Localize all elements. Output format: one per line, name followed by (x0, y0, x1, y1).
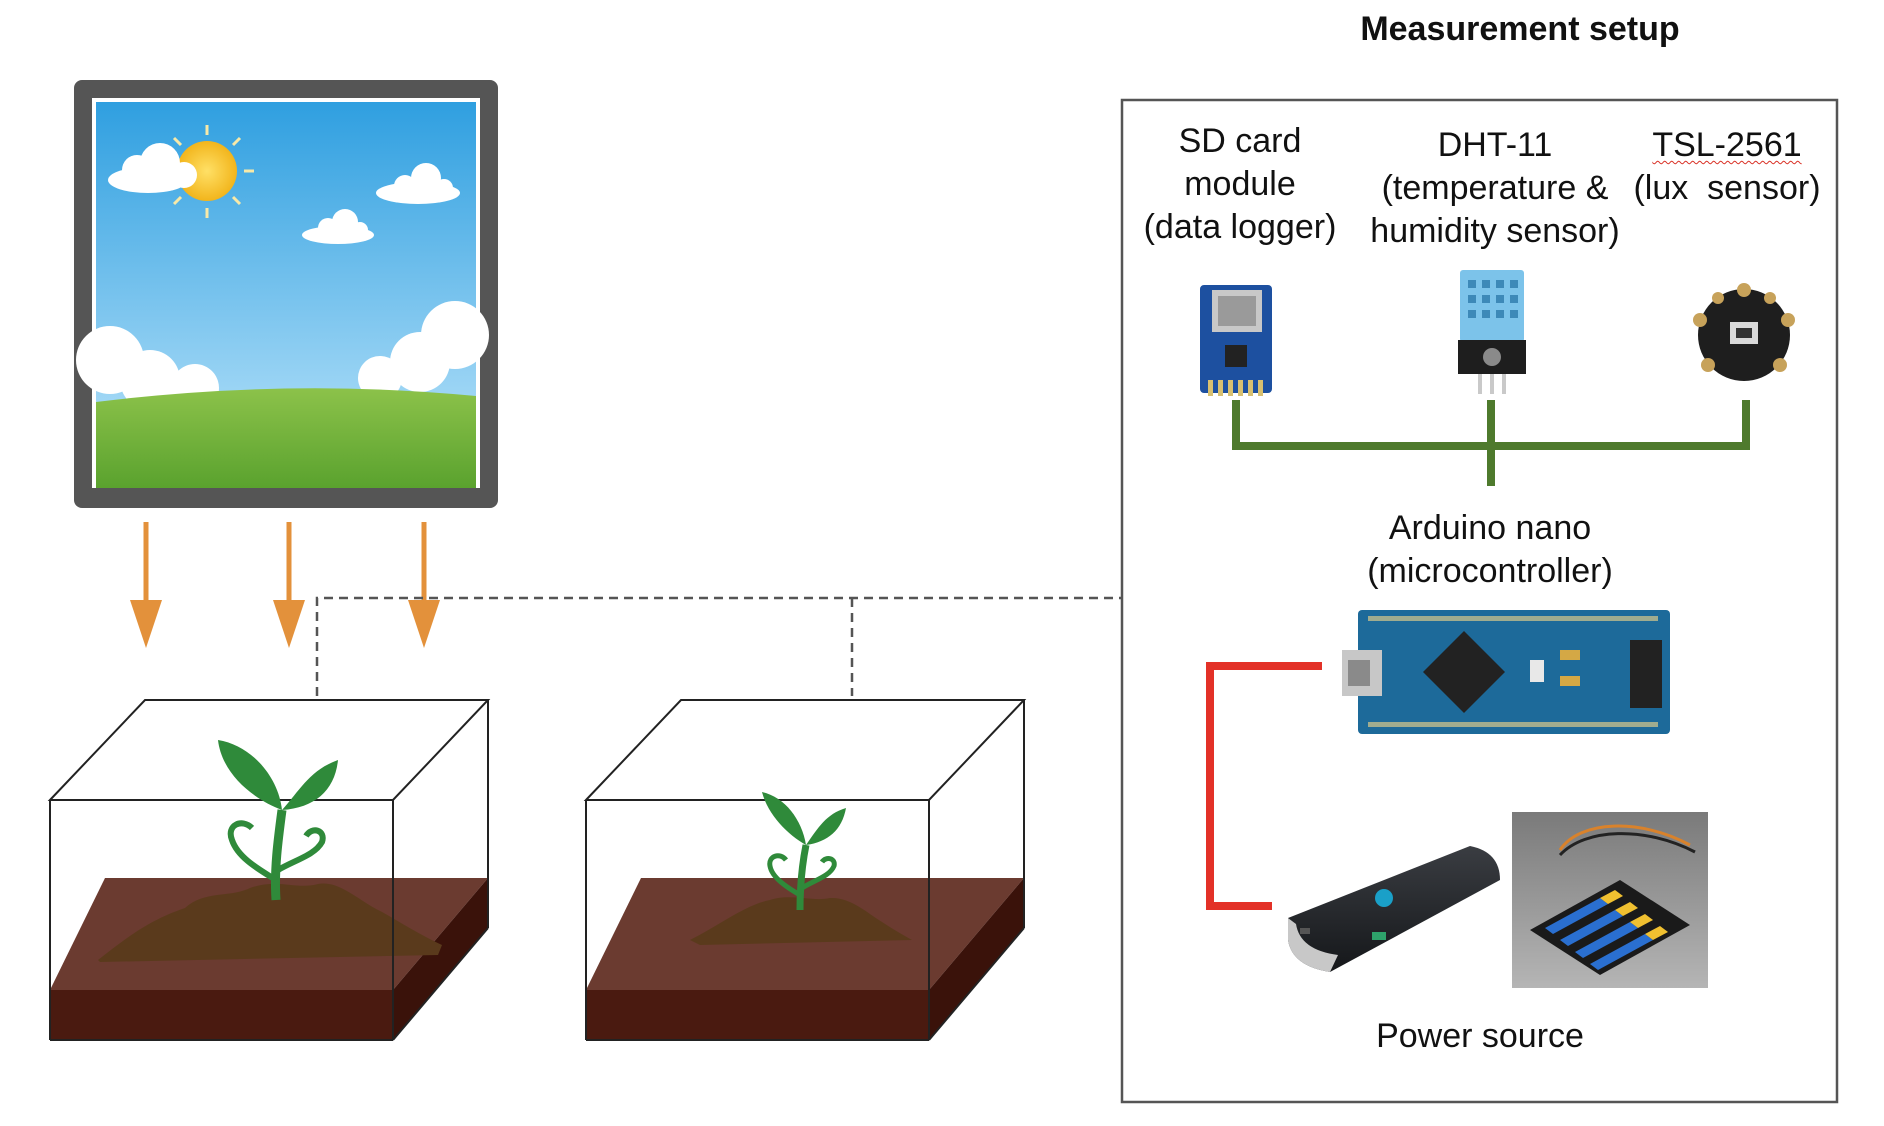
arrow-head (130, 600, 162, 648)
sd-card-module-image (1200, 285, 1272, 396)
measurement-panel (1120, 98, 1839, 1104)
soil-mound (690, 897, 912, 945)
dht11-label-line: DHT-11 (1437, 126, 1553, 164)
tsl2561-label: TSL-2561 (lux sensor) (1618, 124, 1836, 210)
cloud-bank (76, 301, 489, 412)
soil-mound (98, 883, 442, 962)
power-wire (1206, 662, 1322, 910)
arduino-nano-image (1342, 610, 1670, 734)
sd-card-label-line: (data logger) (1143, 208, 1337, 246)
seedling-icon (762, 792, 846, 911)
cloud-icon (302, 209, 374, 244)
tsl2561-sensor-image (1693, 283, 1795, 381)
sd-card-label-line: SD card (1178, 122, 1302, 160)
tsl2561-label-line: (lux sensor) (1633, 169, 1821, 207)
cloud-icon (108, 143, 197, 193)
arrow-head (408, 600, 440, 648)
tsl2561-label-line: TSL-2561 (1652, 126, 1802, 164)
dht11-label-line: (temperature & (1381, 169, 1609, 207)
sensor-bus (1232, 400, 1750, 486)
arrow-head (273, 600, 305, 648)
grass-hill (96, 388, 476, 488)
light-arrows (130, 522, 440, 648)
plant-box-right (583, 699, 1027, 1041)
plant-box-left (47, 699, 491, 1041)
power-source-label: Power source (1376, 1017, 1584, 1055)
arduino-label-line: (microcontroller) (1367, 552, 1613, 590)
power-bank-image (1288, 846, 1500, 972)
arduino-label-line: Arduino nano (1388, 509, 1592, 547)
dht11-label: DHT-11 (temperature & humidity sensor) (1355, 124, 1635, 253)
battery-holder-image (1512, 812, 1708, 988)
dht11-sensor-image (1458, 270, 1526, 394)
diagram-title: Measurement setup (1360, 10, 1680, 48)
arduino-label: Arduino nano (microcontroller) (1330, 507, 1650, 593)
sd-card-label-line: module (1184, 165, 1296, 203)
cloud-icon (376, 163, 460, 204)
sun-icon (160, 125, 254, 218)
sd-card-label: SD card module (data logger) (1120, 120, 1360, 249)
seedling-icon (218, 740, 338, 901)
dht11-label-line: humidity sensor) (1370, 212, 1620, 250)
dashed-connector (315, 596, 1122, 696)
sky-window (74, 80, 498, 508)
